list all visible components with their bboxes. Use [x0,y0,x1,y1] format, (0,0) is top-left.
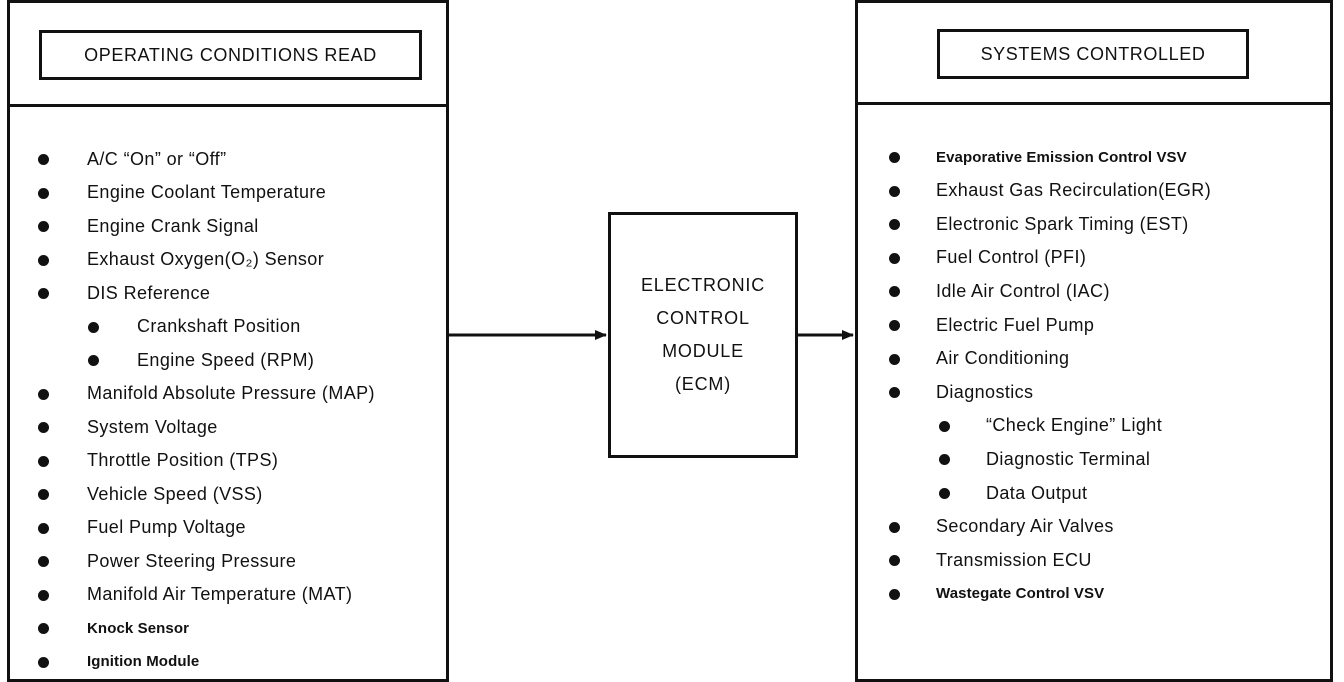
bullet-icon [889,152,900,163]
list-item-label: Electric Fuel Pump [936,314,1095,335]
bullet-icon [38,656,49,668]
bullet-icon [889,320,900,331]
bullet-icon [889,588,900,600]
bullet-icon [38,288,49,299]
list-item-label: A/C “On” or “Off” [87,148,227,169]
ecm-box: ELECTRONIC CONTROL MODULE (ECM) [608,212,798,458]
bullet-icon [38,221,49,232]
ecm-label-line: ELECTRONIC [640,275,765,295]
bullet-icon [939,488,950,499]
bullet-icon [889,353,900,365]
list-item-label: Idle Air Control (IAC) [936,280,1110,301]
list-item-label: Manifold Absolute Pressure (MAP) [87,383,375,403]
bullet-icon [889,286,900,298]
list-item-label: Knock Sensor [87,619,190,637]
ecm-label-line: CONTROL [656,308,750,328]
list-item-label: Fuel Pump Voltage [87,517,246,537]
list-item-label: “Check Engine” Light [986,415,1163,436]
bullet-icon [38,623,49,634]
bullet-icon [88,321,99,333]
operating-conditions-panel: OPERATING CONDITIONS READ A/C “On” or “O… [7,0,449,682]
list-item-label: Air Conditioning [936,348,1070,369]
list-item-label: Evaporative Emission Control VSV [936,148,1187,166]
list-item-label: Secondary Air Valves [936,516,1114,537]
bullet-icon [889,387,900,399]
bullet-icon [88,355,99,366]
ecm-label-line: (ECM) [675,374,731,394]
list-item-label: Vehicle Speed (VSS) [87,483,263,504]
list-item-label: Power Steering Pressure [87,550,297,571]
list-item-label: Engine Crank Signal [87,215,259,236]
list-item-label: Data Output [986,482,1088,503]
list-item-label: Exhaust Gas Recirculation(EGR) [936,180,1212,201]
bullet-icon [38,422,49,433]
list-item-label: DIS Reference [87,282,211,303]
list-item-label: Electronic Spark Timing (EST) [936,213,1189,234]
operating-conditions-header: OPERATING CONDITIONS READ [10,3,446,107]
bullet-icon [889,185,900,197]
bullet-icon [939,420,950,432]
bullet-icon [38,589,49,601]
bullet-icon [889,252,900,264]
bullet-icon [38,455,49,467]
bullet-icon [38,522,49,534]
ecm-label-line: MODULE [662,341,744,361]
bullet-icon [38,489,49,500]
list-item-label: Engine Coolant Temperature [87,182,327,202]
bullet-icon [38,187,49,199]
list-item-label: System Voltage [87,416,218,437]
list-item-label: Crankshaft Position [137,316,301,336]
systems-controlled-title: SYSTEMS CONTROLLED [937,29,1249,79]
bullet-icon [38,154,49,165]
list-item-label: Throttle Position (TPS) [87,450,279,470]
list-item-label: Diagnostic Terminal [986,448,1151,469]
list-item-label: Ignition Module [87,653,200,670]
bullet-icon [38,556,49,567]
list-item-label: Manifold Air Temperature (MAT) [87,584,353,604]
list-item-label: Engine Speed (RPM) [137,349,315,370]
systems-controlled-panel: SYSTEMS CONTROLLED Evaporative Emission … [855,0,1333,682]
bullet-icon [889,219,900,231]
bullet-icon [889,555,900,567]
bullet-icon [38,388,49,400]
bullet-icon [889,521,900,533]
list-item-label: Diagnostics [936,381,1034,402]
bullet-icon [38,254,49,266]
list-item-label: Transmission ECU [936,549,1092,570]
operating-conditions-title: OPERATING CONDITIONS READ [39,30,422,80]
systems-controlled-header: SYSTEMS CONTROLLED [858,3,1330,105]
list-item-label: Wastegate Control VSV [936,585,1105,603]
bullet-icon [939,454,950,466]
list-item-label: Fuel Control (PFI) [936,247,1087,268]
list-item-label: Exhaust Oxygen(O₂) Sensor [87,249,325,269]
